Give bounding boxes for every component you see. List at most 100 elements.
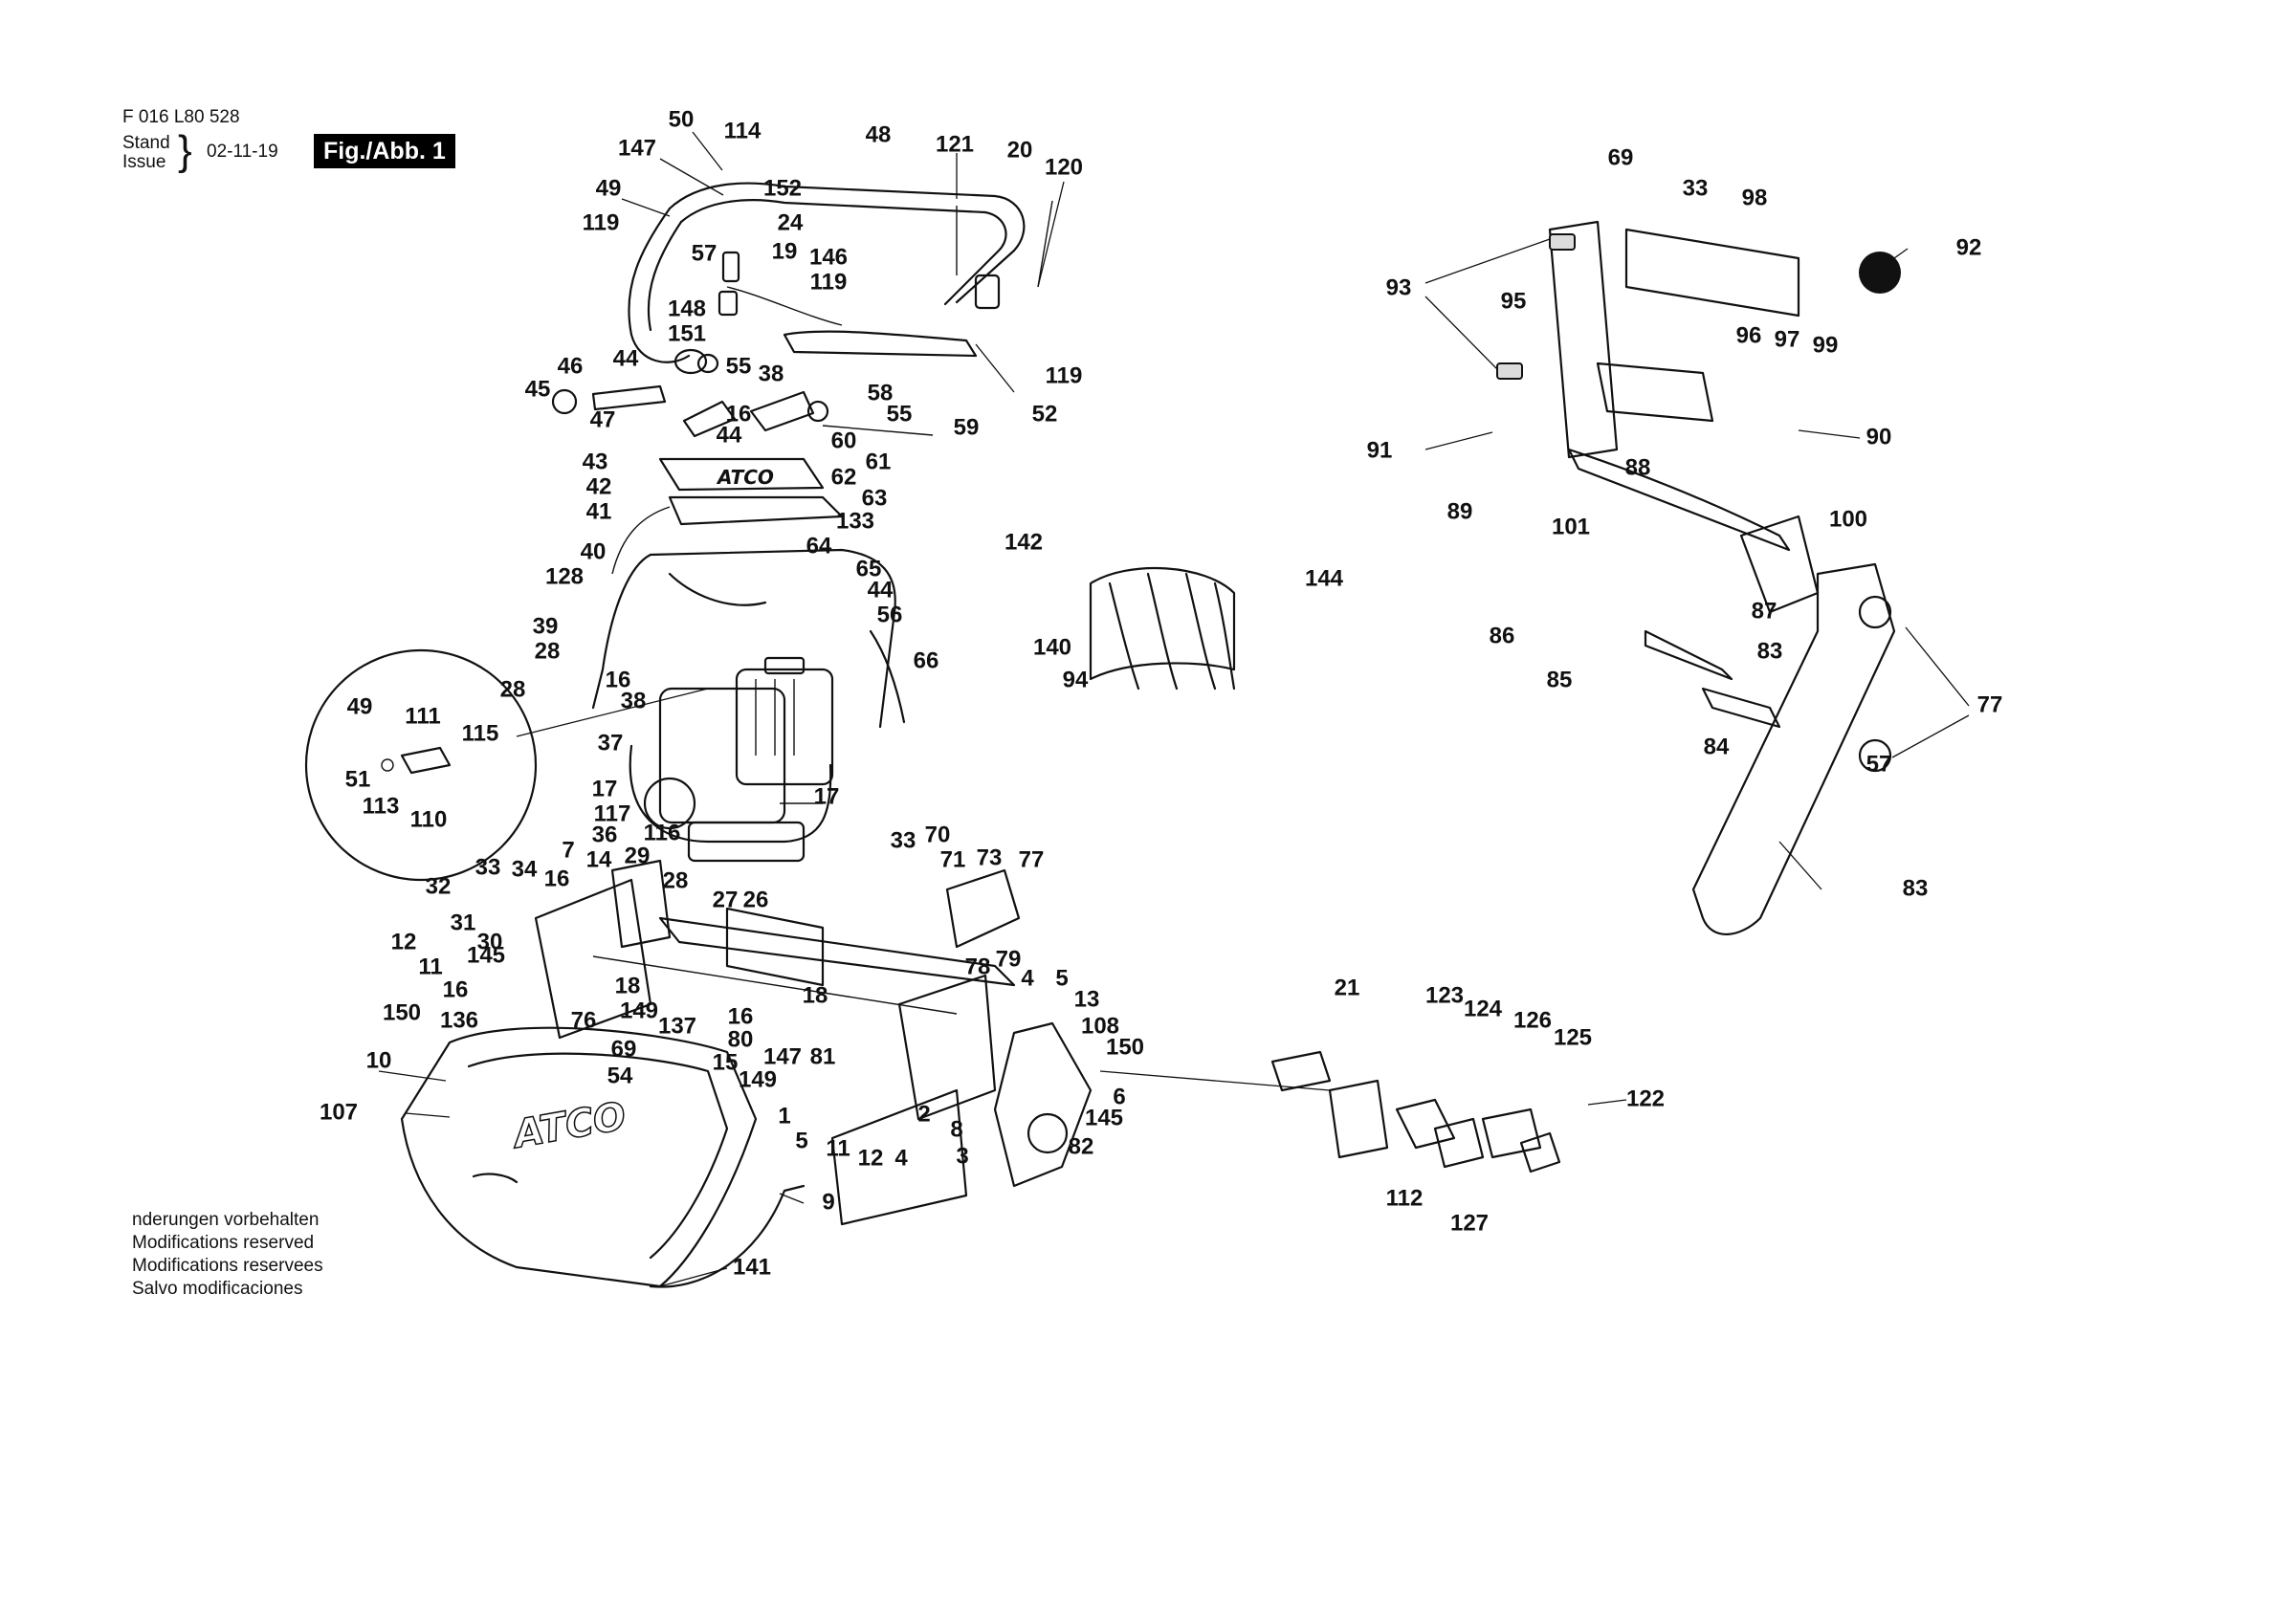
part-label: 150 bbox=[1106, 1034, 1144, 1060]
notice-line-de: nderungen vorbehalten bbox=[132, 1210, 320, 1230]
part-label: 21 bbox=[1335, 975, 1360, 1000]
detail-inset bbox=[304, 648, 709, 882]
part-label: 64 bbox=[806, 533, 832, 559]
part-label: 124 bbox=[1464, 996, 1503, 1021]
part-label: 125 bbox=[1554, 1024, 1592, 1050]
part-label: 85 bbox=[1547, 667, 1573, 692]
notice-line-en: Modifications reserved bbox=[132, 1233, 315, 1253]
engine bbox=[629, 656, 834, 863]
atco-logo-small: ATCO bbox=[716, 466, 774, 489]
part-label: 1 bbox=[778, 1103, 790, 1129]
part-label: 133 bbox=[836, 508, 874, 534]
part-label: 89 bbox=[1447, 498, 1473, 524]
part-label: 28 bbox=[535, 638, 561, 664]
part-label: 28 bbox=[500, 676, 526, 702]
brace-glyph: } bbox=[178, 127, 192, 174]
part-label: 136 bbox=[440, 1007, 478, 1033]
part-label: 149 bbox=[620, 998, 658, 1023]
atco-control-box: ATCO bbox=[658, 457, 844, 526]
part-label: 49 bbox=[596, 175, 622, 201]
part-label: 144 bbox=[1305, 565, 1344, 591]
part-label: 11 bbox=[418, 954, 442, 979]
part-label: 151 bbox=[668, 320, 706, 346]
part-label: 114 bbox=[724, 118, 762, 143]
part-number-labels: 50 114 48 121 20 120 147 152 49 24 119 5… bbox=[320, 106, 2002, 1280]
part-label: 46 bbox=[558, 353, 584, 379]
part-label: 33 bbox=[475, 854, 501, 880]
part-label: 16 bbox=[726, 401, 752, 427]
part-label: 40 bbox=[581, 538, 607, 564]
part-label: 149 bbox=[739, 1066, 777, 1092]
part-label: 107 bbox=[320, 1099, 358, 1125]
part-label: 87 bbox=[1752, 598, 1777, 624]
part-label: 38 bbox=[621, 688, 647, 713]
part-label: 20 bbox=[1007, 137, 1033, 163]
part-label: 13 bbox=[1074, 986, 1100, 1012]
part-label: 99 bbox=[1813, 332, 1839, 358]
part-label: 55 bbox=[887, 401, 913, 427]
part-label: 12 bbox=[391, 929, 417, 954]
part-label: 57 bbox=[692, 240, 718, 266]
drive-parts bbox=[1270, 1050, 1561, 1173]
part-label: 28 bbox=[663, 867, 689, 893]
part-label: 43 bbox=[583, 449, 608, 474]
part-label: 71 bbox=[940, 846, 966, 872]
part-label: 16 bbox=[544, 866, 570, 891]
part-label: 152 bbox=[763, 175, 802, 201]
part-label: 39 bbox=[533, 613, 559, 639]
part-label: 4 bbox=[1021, 965, 1034, 991]
part-label: 93 bbox=[1386, 274, 1412, 300]
part-label: 69 bbox=[1608, 144, 1634, 170]
control-lever-assembly bbox=[551, 384, 934, 438]
part-label: 97 bbox=[1775, 326, 1800, 352]
part-label: 119 bbox=[1046, 362, 1083, 388]
part-label: 81 bbox=[810, 1043, 836, 1069]
part-label: 29 bbox=[625, 843, 651, 868]
part-label: 44 bbox=[717, 422, 742, 448]
part-label: 120 bbox=[1045, 154, 1083, 180]
part-label: 96 bbox=[1736, 322, 1762, 348]
figure-label: Fig./Abb. 1 bbox=[314, 134, 455, 168]
part-label: 147 bbox=[618, 135, 656, 161]
part-label: 83 bbox=[1903, 875, 1929, 901]
part-label: 33 bbox=[891, 827, 916, 853]
part-label: 7 bbox=[562, 837, 574, 863]
part-label: 145 bbox=[1085, 1105, 1123, 1130]
part-label: 24 bbox=[778, 209, 804, 235]
part-label: 17 bbox=[592, 776, 618, 801]
part-label: 80 bbox=[728, 1026, 754, 1052]
part-label: 16 bbox=[728, 1003, 754, 1029]
part-label: 15 bbox=[713, 1049, 739, 1075]
part-label: 141 bbox=[733, 1254, 771, 1280]
part-label: 119 bbox=[583, 209, 620, 235]
atco-logo-grassbox: ATCO bbox=[508, 1094, 629, 1157]
part-label: 123 bbox=[1425, 982, 1464, 1008]
part-label: 128 bbox=[545, 563, 584, 589]
part-label: 126 bbox=[1513, 1007, 1552, 1033]
part-label: 52 bbox=[1032, 401, 1058, 427]
cutting-reel bbox=[1089, 566, 1236, 691]
part-label: 18 bbox=[615, 973, 641, 998]
part-label: 50 bbox=[669, 106, 695, 132]
part-label: 12 bbox=[858, 1145, 884, 1171]
part-label: 33 bbox=[1683, 175, 1709, 201]
part-label: 79 bbox=[996, 946, 1022, 972]
part-label: 58 bbox=[868, 380, 894, 406]
black-knob bbox=[1859, 252, 1901, 294]
part-label: 37 bbox=[598, 730, 624, 756]
part-label: 140 bbox=[1033, 634, 1071, 660]
part-label: 65 bbox=[856, 556, 882, 581]
part-label: 110 bbox=[410, 806, 448, 832]
part-label: 142 bbox=[1004, 529, 1043, 555]
part-label: 82 bbox=[1069, 1133, 1094, 1159]
part-label: 95 bbox=[1501, 288, 1527, 314]
notice-line-fr: Modifications reservees bbox=[132, 1256, 323, 1276]
part-label: 127 bbox=[1450, 1210, 1489, 1236]
part-label: 78 bbox=[965, 954, 991, 979]
part-label: 90 bbox=[1866, 424, 1892, 450]
part-label: 56 bbox=[877, 602, 903, 627]
part-label: 41 bbox=[586, 498, 612, 524]
part-label: 92 bbox=[1956, 234, 1982, 260]
part-label: 69 bbox=[611, 1036, 637, 1062]
